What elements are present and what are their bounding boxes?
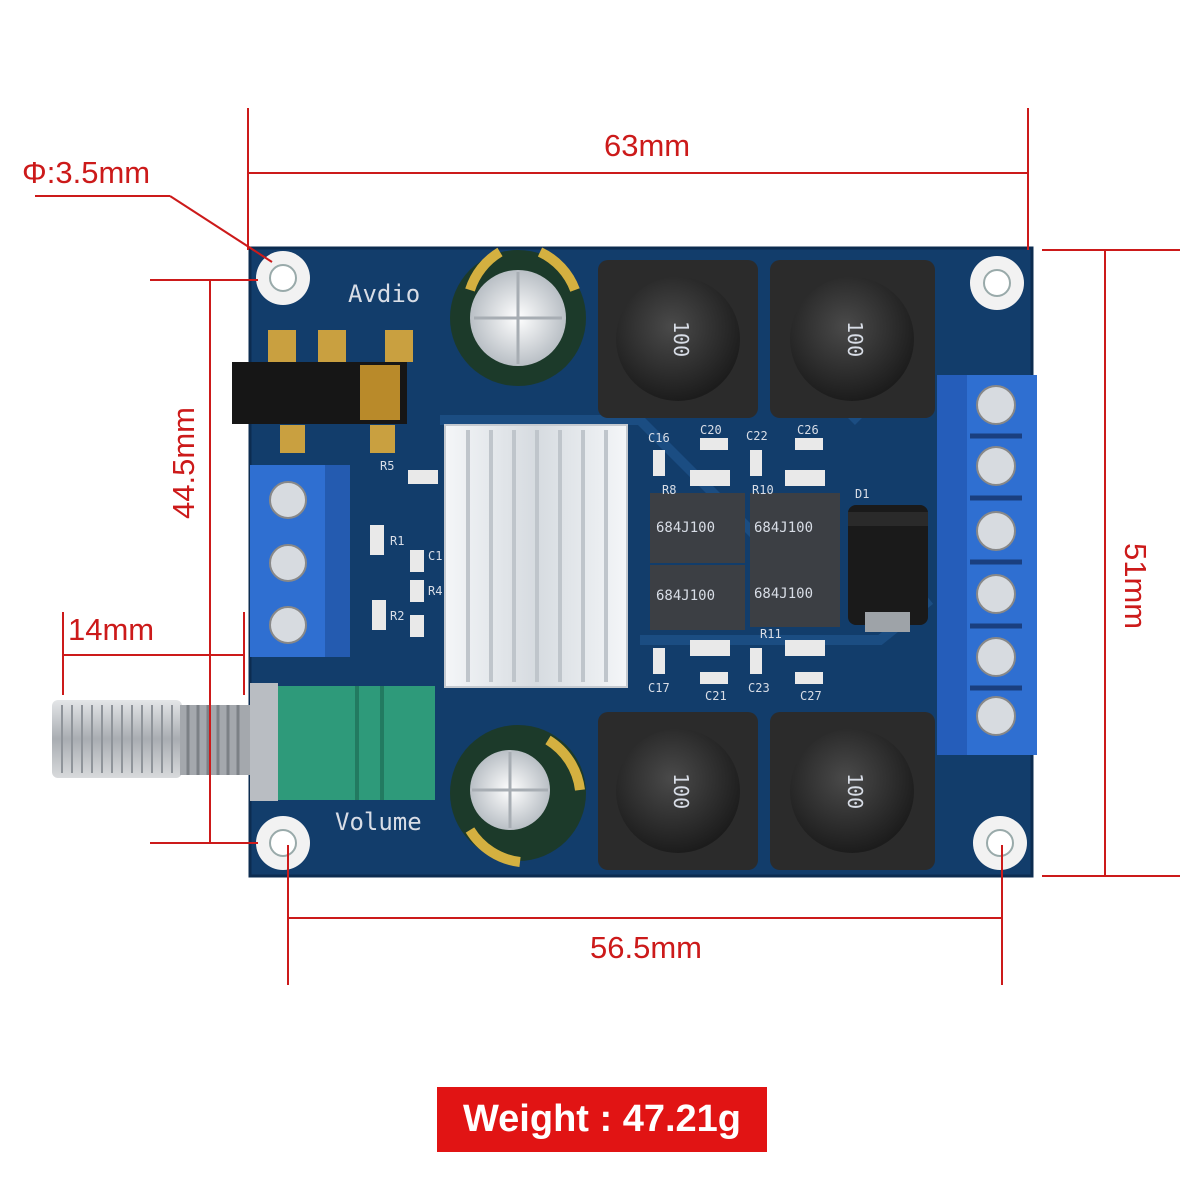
label-c26: C26 (797, 423, 819, 437)
label-r4: R4 (428, 584, 442, 598)
smd-components (370, 438, 825, 684)
dimension-height-51: 51mm (1118, 543, 1153, 630)
dimension-hole-spacing-horizontal: 56.5mm (590, 930, 702, 965)
audio-label: Avdio (348, 280, 420, 308)
dimension-hole-diameter: Φ:3.5mm (22, 155, 151, 190)
output-terminal-block (937, 375, 1037, 755)
label-r1: R1 (390, 534, 404, 548)
label-c22: C22 (746, 429, 768, 443)
inductor-top-right (770, 260, 935, 418)
label-r2: R2 (390, 609, 404, 623)
mounting-hole-bottom-left (256, 816, 310, 870)
audio-jack (232, 330, 413, 453)
inductor-marking-4: 100 (843, 773, 867, 809)
inductor-bottom-left (598, 712, 758, 870)
mounting-hole-top-right (970, 256, 1024, 310)
film-cap-marking-1: 684J100 (656, 520, 715, 536)
film-capacitor-3 (650, 565, 745, 630)
inductor-top-left (598, 260, 758, 418)
label-d1: D1 (855, 487, 869, 501)
dimension-hole-spacing-vertical: 44.5mm (166, 407, 201, 519)
diode-d1 (848, 505, 928, 632)
film-capacitor-1 (650, 493, 745, 563)
dimension-lines (35, 108, 1180, 985)
component-labels: C16 C20 C22 C26 R8 R10 D1 C17 C21 C23 C2… (380, 423, 869, 703)
inductor-marking-3: 100 (669, 773, 693, 809)
inductor-marking-2: 100 (843, 321, 867, 357)
label-c1: C1 (428, 549, 442, 563)
heatsink (444, 424, 628, 688)
weight-badge: Weight : 47.21g (437, 1087, 767, 1152)
dimension-width-63: 63mm (604, 128, 691, 163)
label-c20: C20 (700, 423, 722, 437)
dimension-knob-length: 14mm (68, 612, 155, 647)
input-terminal-block (250, 465, 350, 657)
label-c17: C17 (648, 681, 670, 695)
label-c27: C27 (800, 689, 822, 703)
film-capacitor-4 (750, 562, 840, 627)
film-capacitor-2 (750, 493, 840, 563)
inductor-bottom-right (770, 712, 935, 870)
label-c16: C16 (648, 431, 670, 445)
capacitor-bottom (450, 725, 586, 867)
volume-potentiometer (52, 683, 435, 801)
film-cap-marking-2: 684J100 (754, 520, 813, 536)
label-r11: R11 (760, 627, 782, 641)
label-r5: R5 (380, 459, 394, 473)
weight-text: Weight : 47.21g (462, 1098, 742, 1140)
mounting-hole-bottom-right (973, 816, 1027, 870)
capacitor-top (450, 247, 586, 386)
label-c21: C21 (705, 689, 727, 703)
inductor-marking-1: 100 (669, 321, 693, 357)
label-r8: R8 (662, 483, 676, 497)
label-r10: R10 (752, 483, 774, 497)
volume-label: Volume (335, 808, 422, 836)
film-cap-marking-3: 684J100 (656, 588, 715, 604)
mounting-hole-top-left (256, 251, 310, 305)
label-c23: C23 (748, 681, 770, 695)
film-cap-marking-4: 684J100 (754, 586, 813, 602)
